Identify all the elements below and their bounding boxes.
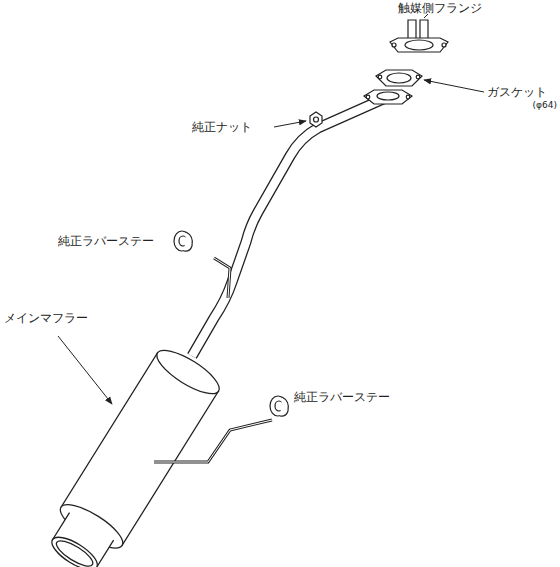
main-muffler	[39, 343, 225, 567]
part-label: 純正ラバーステー	[58, 234, 154, 248]
part-label: 純正ナット	[192, 120, 252, 134]
rubber-hanger	[154, 396, 288, 462]
nut	[310, 112, 322, 127]
dimension-label: (φ64)	[533, 100, 557, 110]
part-label: メインマフラー	[4, 311, 88, 325]
leader-arrow	[58, 336, 112, 404]
pipe-flange	[364, 90, 412, 104]
part-label: ガスケット	[487, 85, 547, 99]
leader-lines	[58, 14, 484, 404]
part-label: 純正ラバーステー	[294, 390, 390, 404]
leader-arrow	[424, 80, 484, 92]
rubber-hanger	[174, 231, 230, 298]
catalyst-flange	[390, 20, 448, 52]
front-pipe	[192, 96, 390, 356]
gasket	[376, 70, 422, 86]
leader-arrow	[274, 121, 306, 127]
part-label: 触媒側フランジ	[398, 1, 482, 15]
